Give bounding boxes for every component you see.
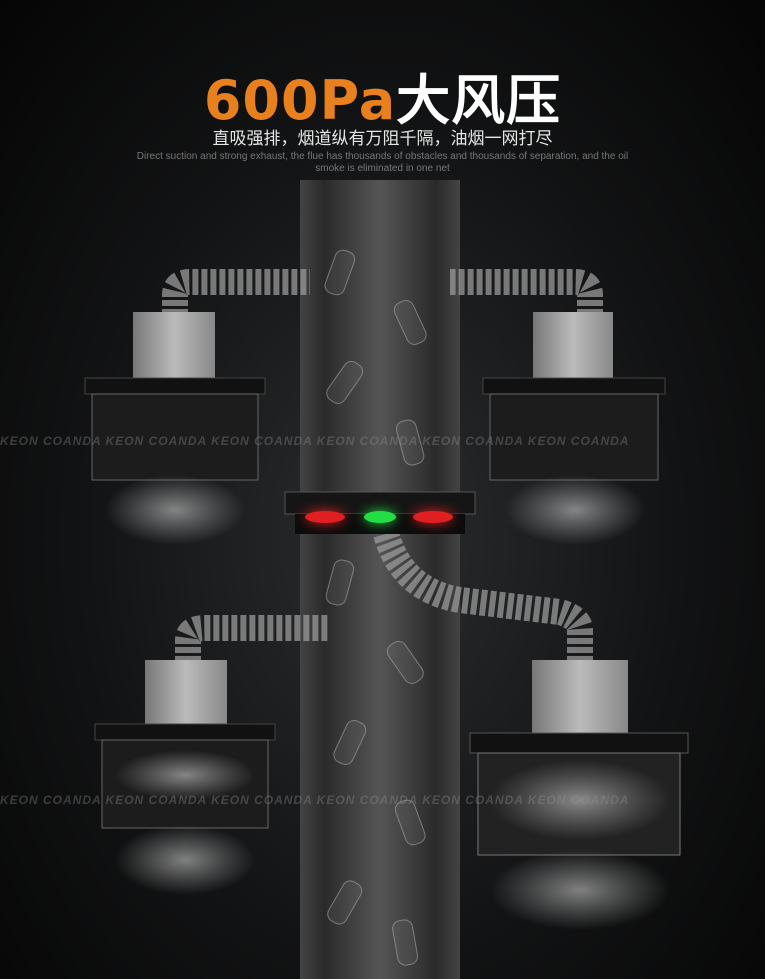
range-hood-bottom-left xyxy=(94,660,276,895)
subtitle-chinese: 直吸强排，烟道纵有万阻千隔，油烟一网打尽 xyxy=(212,129,553,149)
watermark-row: KEON COANDA KEON COANDA KEON COANDA KEON… xyxy=(0,434,630,448)
range-hood-top-left xyxy=(84,312,266,545)
headline-number: 600Pa xyxy=(203,69,397,132)
range-hood-top-right xyxy=(482,312,666,545)
bottles xyxy=(324,249,427,966)
status-light-red-left xyxy=(305,511,345,523)
headline-text: 大风压 xyxy=(396,71,562,131)
flue-controller xyxy=(284,491,476,534)
headline: 600Pa大风压 xyxy=(0,56,765,135)
status-light-green xyxy=(364,511,396,523)
flue-duct xyxy=(300,180,460,979)
range-hood-bottom-right xyxy=(469,660,689,930)
status-light-red-right xyxy=(413,511,453,523)
watermark-row: KEON COANDA KEON COANDA KEON COANDA KEON… xyxy=(0,793,630,807)
flexible-pipes xyxy=(162,269,603,662)
subtitle-english: Direct suction and strong exhaust, the f… xyxy=(136,151,629,174)
